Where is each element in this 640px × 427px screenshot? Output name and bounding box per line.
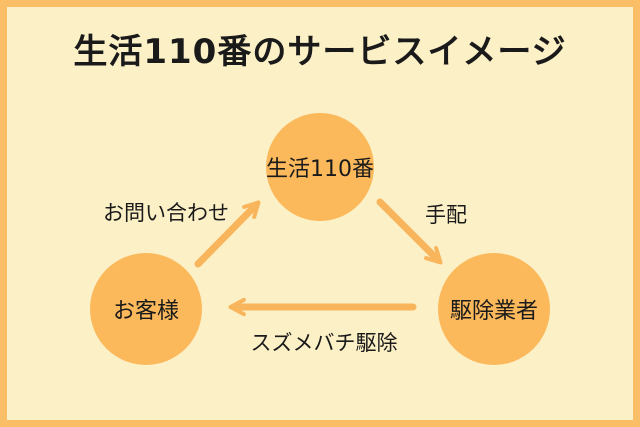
node-seikatsu110: 生活110番	[266, 113, 374, 221]
edge-label-extermination: スズメバチ駆除	[250, 331, 398, 355]
arrow-service-to-exterminator	[376, 198, 443, 265]
node-exterminator: 駆除業者	[438, 253, 550, 365]
arrow-customer-to-service	[194, 200, 261, 268]
node-seikatsu110-label: 生活110番	[266, 157, 374, 182]
node-customer: お客様	[90, 253, 202, 365]
node-customer-label: お客様	[112, 299, 179, 324]
edge-label-inquiry: お問い合わせ	[103, 201, 229, 225]
diagram-title: 生活110番のサービスイメージ	[73, 32, 567, 72]
edge-label-arrange: 手配	[425, 203, 467, 227]
node-exterminator-label: 駆除業者	[449, 299, 538, 324]
